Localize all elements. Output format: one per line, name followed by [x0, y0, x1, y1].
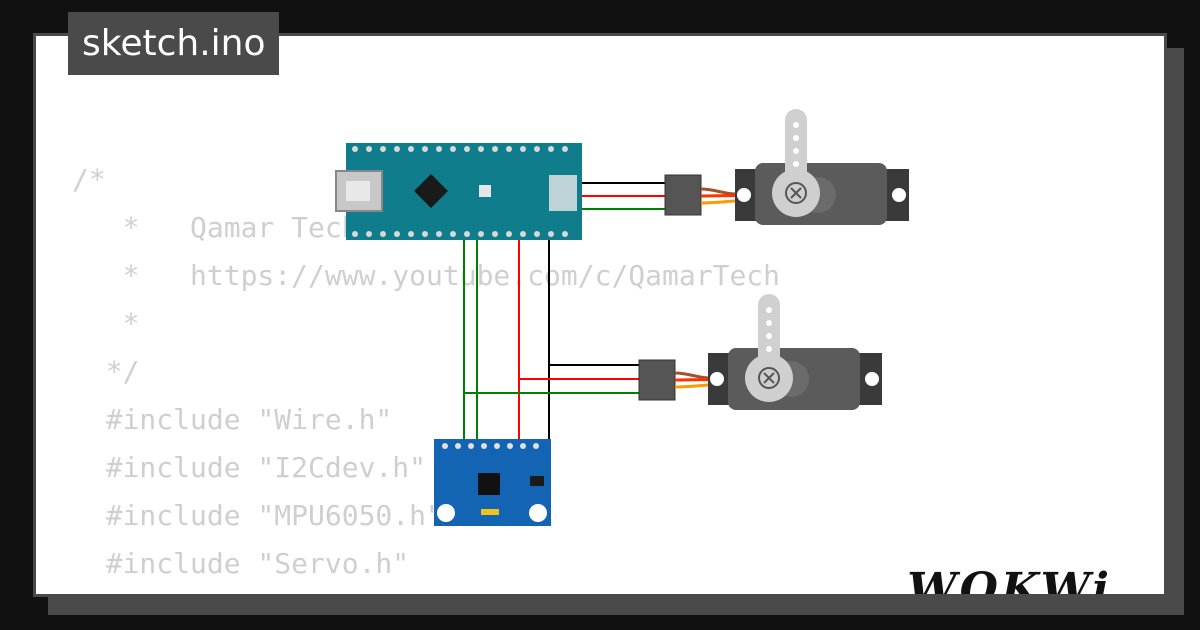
code-line: *: [72, 307, 140, 340]
arduino-nano-board: [335, 143, 582, 240]
code-line: #include "Wire.h": [72, 403, 393, 436]
wire-ground: [548, 182, 665, 366]
code-line: #include "MPU6050.h": [72, 499, 443, 532]
wokwi-logo: WOKWi: [907, 564, 1112, 597]
wire-power: [518, 195, 665, 380]
wire-signal: [463, 235, 639, 394]
file-name-tab: sketch.ino: [68, 12, 280, 75]
code-line: #include "Servo.h": [72, 547, 410, 580]
code-line: /*: [72, 163, 106, 196]
code-line: * https://www.youtube.com/c/QamarTech: [72, 259, 781, 292]
mpu6050-sensor: [434, 439, 551, 526]
preview-card: /* * Qamar Tech * https://www.youtube.co…: [33, 33, 1167, 597]
code-line: */: [72, 355, 140, 388]
servo-motor: [638, 294, 882, 410]
servo-motor: [664, 109, 909, 225]
code-line: #include "I2Cdev.h": [72, 451, 427, 484]
circuit-diagram: [335, 109, 909, 526]
code-preview: /* * Qamar Tech * https://www.youtube.co…: [72, 156, 780, 588]
